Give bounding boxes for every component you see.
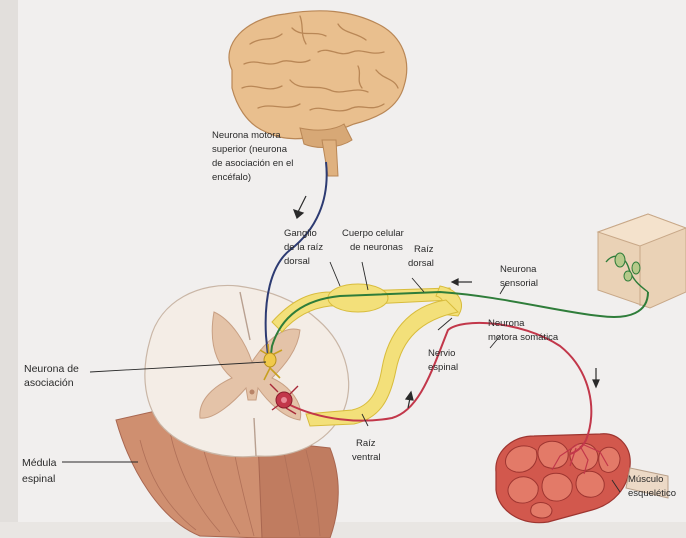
page-bottom-edge xyxy=(0,522,686,538)
upper-motor-line-3: de asociación en el xyxy=(212,158,293,169)
association-line-1: Neurona de xyxy=(24,363,79,375)
ventral-root-line-1: Raíz xyxy=(356,438,376,449)
page-left-edge xyxy=(0,0,18,538)
upper-motor-line-1: Neurona motora xyxy=(212,130,281,141)
ganglion-line-1: Ganglio xyxy=(284,228,317,239)
ganglion-line-2: de la raíz xyxy=(284,242,323,253)
muscle-line-2: esquelético xyxy=(628,488,676,499)
somatic-line-2: motora somática xyxy=(488,332,559,343)
upper-motor-line-2: superior (neurona xyxy=(212,144,288,155)
dorsal-root-line-1: Raíz xyxy=(414,244,434,255)
somatic-line-1: Neurona xyxy=(488,318,525,329)
skin-illustration xyxy=(598,214,686,308)
upper-motor-line-4: encéfalo) xyxy=(212,172,251,183)
sensory-line-2: sensorial xyxy=(500,278,538,289)
ganglion-line-3: dorsal xyxy=(284,256,310,267)
spinal-cord-line-1: Médula xyxy=(22,457,57,469)
cell-body-line-1: Cuerpo celular xyxy=(342,228,404,239)
cell-body-line-2: de neuronas xyxy=(350,242,403,253)
spinal-nerve-line-2: espinal xyxy=(428,362,458,373)
muscle-line-1: Músculo xyxy=(628,474,663,485)
spinal-cord-line-2: espinal xyxy=(22,473,55,485)
association-line-2: asociación xyxy=(24,377,74,389)
sensory-line-1: Neurona xyxy=(500,264,537,275)
spinal-nerve-line-1: Nervio xyxy=(428,348,455,359)
ventral-root-line-2: ventral xyxy=(352,452,381,463)
dorsal-root-line-2: dorsal xyxy=(408,258,434,269)
